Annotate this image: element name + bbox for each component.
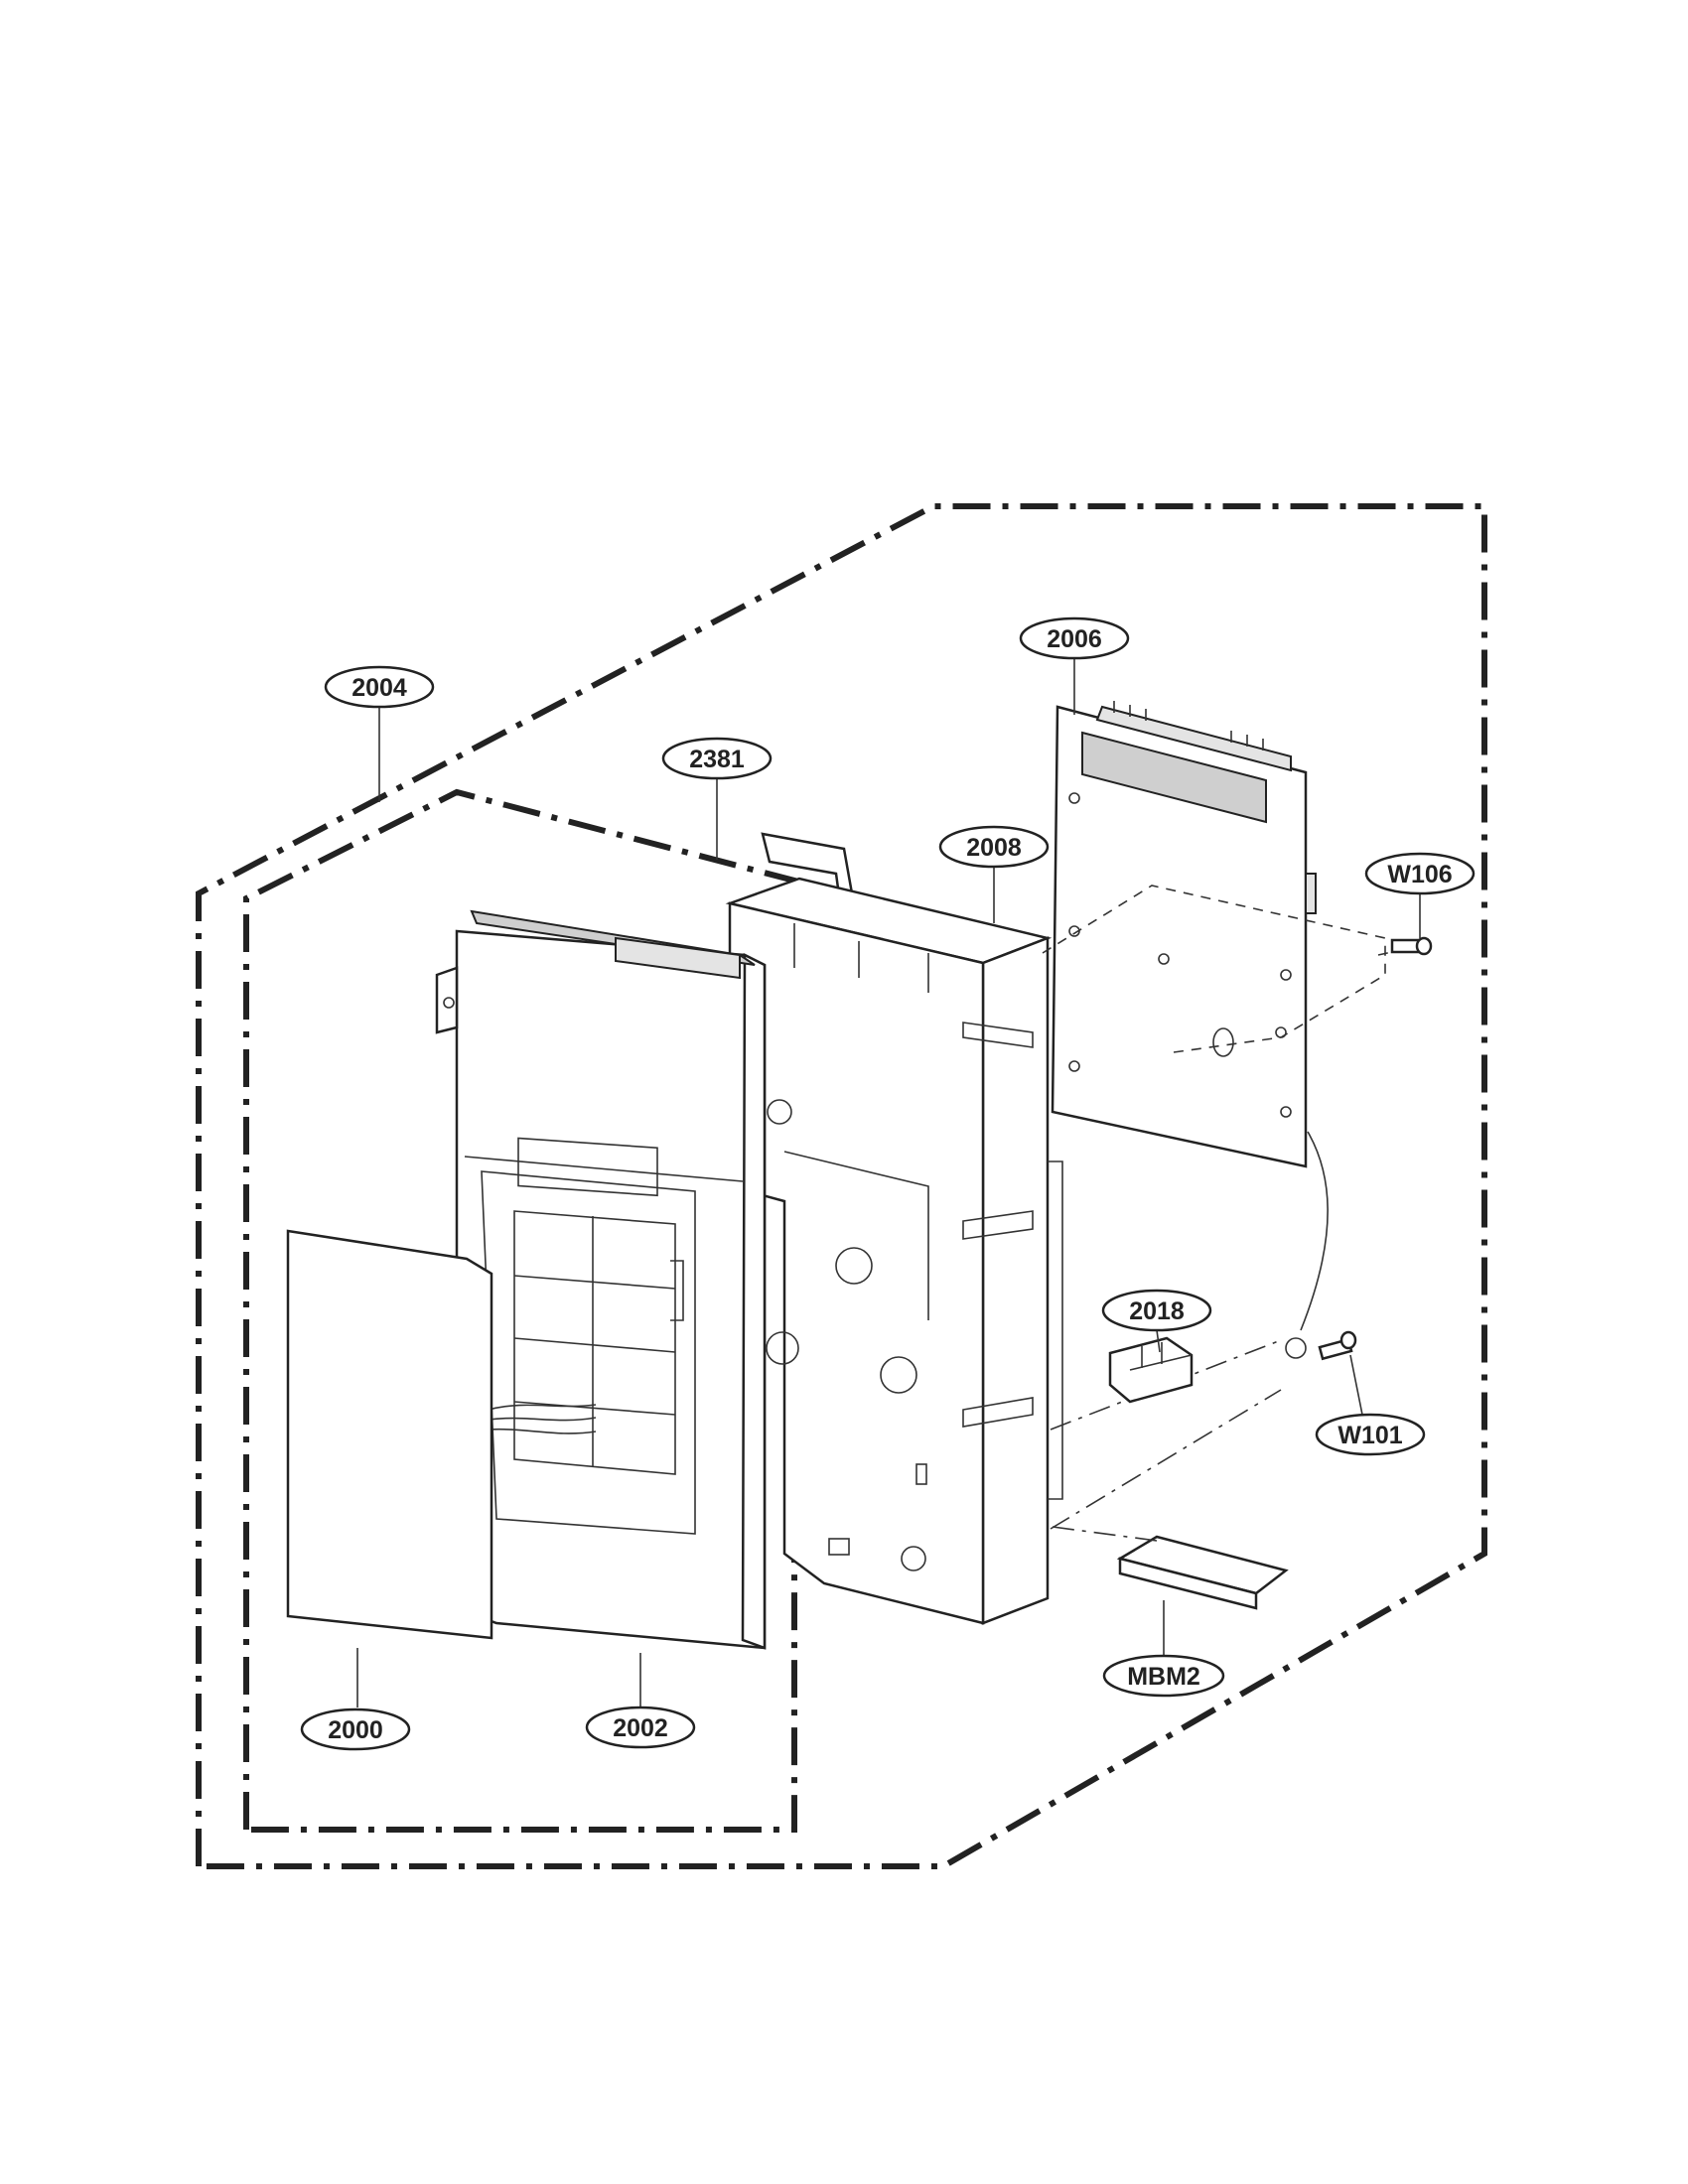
part-2002-front-panel (435, 909, 799, 1650)
callout-2006: 2006 (1019, 616, 1130, 660)
w101-screw (1318, 1330, 1357, 1361)
callout-2000: 2000 (300, 1707, 411, 1751)
part-2008-housing (725, 877, 1063, 1625)
callout-w101: W101 (1315, 1413, 1426, 1456)
label-2008: 2008 (966, 834, 1022, 862)
label-w106: W106 (1387, 861, 1452, 888)
label-2018: 2018 (1129, 1297, 1185, 1325)
callout-2381: 2381 (661, 737, 773, 780)
callout-w106: W106 (1364, 852, 1476, 895)
label-2004: 2004 (352, 674, 407, 702)
label-w101: W101 (1337, 1422, 1402, 1449)
label-2006: 2006 (1047, 625, 1102, 653)
label-2381: 2381 (689, 746, 745, 773)
part-2000-cover (286, 1229, 493, 1640)
ground-wire (1300, 1131, 1329, 1331)
ribbon-cable (488, 1404, 597, 1434)
label-2002: 2002 (613, 1714, 668, 1742)
callout-mbm2: MBM2 (1102, 1654, 1225, 1698)
inner-assembly-boundary (243, 788, 797, 1833)
leader-lines (356, 658, 1421, 1707)
callout-2008: 2008 (938, 825, 1050, 869)
outer-assembly-boundary (196, 503, 1487, 1869)
label-2000: 2000 (328, 1716, 383, 1744)
callout-2004: 2004 (324, 665, 435, 709)
pcb-projection-outline (1042, 885, 1386, 1053)
w106-screw (1390, 936, 1433, 956)
part-2018-clip (1108, 1336, 1194, 1404)
label-mbm2: MBM2 (1127, 1663, 1200, 1691)
part-mbm2-pad (1052, 1526, 1289, 1610)
callout-2018: 2018 (1101, 1289, 1212, 1332)
part-2006-pcb (1051, 701, 1317, 1168)
callout-2002: 2002 (585, 1706, 696, 1749)
